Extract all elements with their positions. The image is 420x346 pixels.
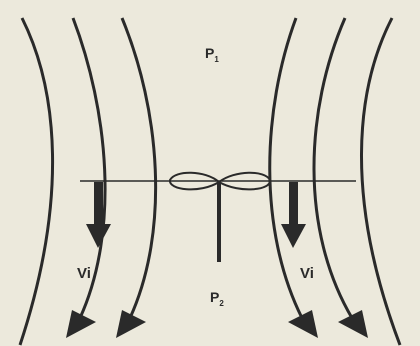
induced-velocity-label-left: Vi — [77, 265, 91, 282]
left-streamline-outer — [18, 17, 55, 346]
arrowhead-left-inner — [116, 310, 146, 338]
induced-velocity-arrow-left — [86, 182, 111, 248]
left-streamline-middle — [71, 17, 107, 319]
pressure-below-label: P2 — [210, 289, 224, 308]
left-streamline-inner — [120, 17, 158, 319]
right-streamline-inner — [268, 17, 304, 319]
right-streamline-outer — [360, 17, 402, 346]
pressure-above-label: P1 — [205, 45, 219, 64]
induced-velocity-label-right: Vi — [300, 265, 314, 282]
propeller-blade-right — [217, 171, 271, 191]
arrowhead-left-middle — [66, 310, 96, 338]
right-streamlines — [268, 17, 402, 346]
induced-velocity-arrow-right — [281, 182, 306, 248]
left-streamlines — [18, 17, 158, 346]
streamline-arrowheads — [66, 310, 368, 338]
propeller-icon — [169, 171, 271, 191]
right-streamline-middle — [312, 17, 354, 319]
arrowhead-right-inner — [288, 310, 318, 338]
arrowhead-right-middle — [338, 310, 368, 338]
propeller-blade-left — [169, 171, 221, 191]
